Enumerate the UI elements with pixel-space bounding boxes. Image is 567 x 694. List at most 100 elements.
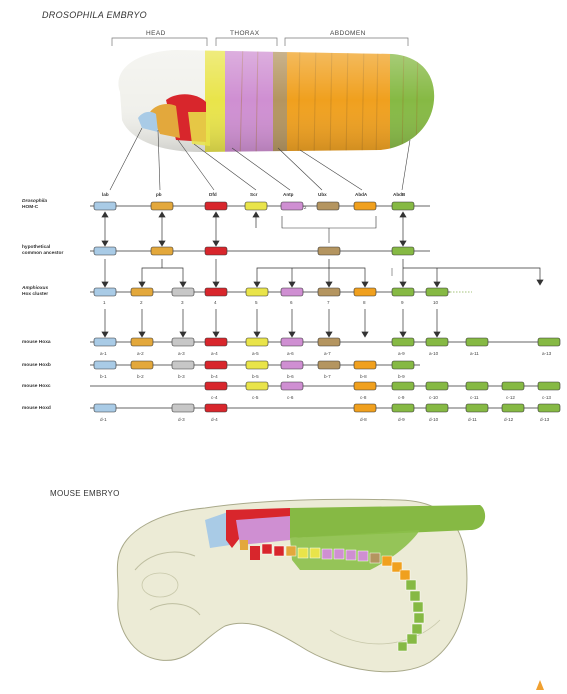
- hoxc-box-11: [466, 382, 488, 390]
- amphioxus-4: [205, 288, 227, 296]
- hoxc-label-9: c-9: [398, 395, 405, 400]
- ancestor-abdb: [392, 247, 414, 255]
- hoxb-label-9: b-9: [398, 374, 405, 379]
- hoxa-box-6: [281, 338, 303, 346]
- hoxc-box-13: [538, 382, 560, 390]
- hoxd-box-10: [426, 404, 448, 412]
- hoxa-box-7: [318, 338, 340, 346]
- hom-ancestor-arrows: [102, 212, 406, 246]
- hoxd-box-9: [392, 404, 414, 412]
- amphioxus-num-2: 2: [140, 300, 143, 305]
- region-label-abdomen: ABDOMEN: [330, 30, 366, 37]
- hom-c-dfd: [205, 202, 227, 210]
- amphioxus-7: [318, 288, 340, 296]
- row-label-amphioxus-1: Amphioxus: [21, 285, 48, 291]
- gene-label-dfd: Dfd: [209, 192, 217, 197]
- hoxb-label-7: b-7: [324, 374, 331, 379]
- hoxb-box-7: [318, 361, 340, 369]
- hoxc-label-13: c-13: [542, 395, 551, 400]
- amphioxus-num-1: 1: [103, 300, 106, 305]
- hoxa-box-4: [205, 338, 227, 346]
- hoxa-label-13: a-13: [542, 351, 552, 356]
- region-label-thorax: THORAX: [230, 30, 260, 37]
- hoxc-label-12: c-12: [506, 395, 515, 400]
- hoxa-box-5: [246, 338, 268, 346]
- gene-label-ubx: Ubx: [318, 192, 327, 197]
- hoxc-box-8: [354, 382, 376, 390]
- hoxd-label-4: d-4: [211, 417, 218, 422]
- hoxa-label-9: a-9: [398, 351, 405, 356]
- hoxa-label-3: a-3: [178, 351, 185, 356]
- hoxb-label-1: b-1: [100, 374, 107, 379]
- hoxa-box-2: [131, 338, 153, 346]
- amphioxus-num-3: 3: [181, 300, 184, 305]
- hoxd-label-3: d-3: [178, 417, 185, 422]
- region-label-head: HEAD: [146, 30, 166, 37]
- hoxd-label-12: d-12: [504, 417, 514, 422]
- hoxb-labels: b-1 b-2 b-3 b-4 b-5 b-6 b-7 b-8 b-9: [100, 374, 405, 379]
- hoxc-box-10: [426, 382, 448, 390]
- hom-c-antp: [281, 202, 303, 210]
- hoxb-box-4: [205, 361, 227, 369]
- hoxc-label-10: c-10: [429, 395, 438, 400]
- hoxd-label-1: d-1: [100, 417, 107, 422]
- hoxd-label-10: d-10: [429, 417, 439, 422]
- gene-label-scr: Scr: [250, 192, 258, 197]
- hoxb-label-3: b-3: [178, 374, 185, 379]
- hoxa-box-13: [538, 338, 560, 346]
- hoxa-label-1: a-1: [100, 351, 107, 356]
- amphioxus-8: [354, 288, 376, 296]
- hoxb-boxes: [94, 361, 414, 369]
- row-label-hoxd: mouse Hoxd: [22, 405, 51, 411]
- ancestor-central: [318, 247, 340, 255]
- hoxa-label-11: a-11: [470, 351, 479, 356]
- hoxb-box-8: [354, 361, 376, 369]
- mouse-embryo: [117, 499, 485, 671]
- row-label-amphioxus-2: Hox cluster: [22, 291, 48, 297]
- amphioxus-10: [426, 288, 448, 296]
- hoxa-label-5: a-5: [252, 351, 259, 356]
- gene-label-antp: Antp: [283, 192, 294, 197]
- hoxc-box-6: [281, 382, 303, 390]
- row-label-ancestor-1: hypothetical: [22, 244, 50, 250]
- amphioxus-num-8: 8: [363, 300, 366, 305]
- amphioxus-2: [131, 288, 153, 296]
- hoxc-label-4: c-4: [211, 395, 218, 400]
- row-label-ancestor-2: common ancestor: [22, 250, 63, 256]
- hoxa-box-10: [426, 338, 448, 346]
- hoxc-labels: c-4 c-5 c-6 c-8 c-9 c-10 c-11 c-12 c-13: [211, 395, 551, 400]
- hoxb-box-6: [281, 361, 303, 369]
- ancestor-lab: [94, 247, 116, 255]
- amphioxus-6: [281, 288, 303, 296]
- hoxa-label-10: a-10: [429, 351, 439, 356]
- drosophila-embryo: [110, 40, 440, 160]
- hoxb-label-8: b-8: [360, 374, 367, 379]
- hom-c-ubx: [317, 202, 339, 210]
- hoxd-box-8: [354, 404, 376, 412]
- amphioxus-num-10: 10: [433, 300, 439, 305]
- hom-c-scr: [245, 202, 267, 210]
- hoxd-box-4: [205, 404, 227, 412]
- mouse-branchial-red: [250, 546, 260, 560]
- hoxb-box-3: [172, 361, 194, 369]
- row-label-hoxc: mouse Hoxc: [22, 383, 51, 389]
- hoxc-box-4: [205, 382, 227, 390]
- amphioxus-1: [94, 288, 116, 296]
- ancestor-dfd: [205, 247, 227, 255]
- hoxd-box-13: [538, 404, 560, 412]
- hoxb-label-5: b-5: [252, 374, 259, 379]
- row-label-hom-c-2: HOM-C: [22, 204, 39, 210]
- hoxc-box-5: [246, 382, 268, 390]
- amphioxus-3: [172, 288, 194, 296]
- row-label-hom-c-1: Drosophila: [22, 198, 47, 204]
- region-brackets: [112, 38, 408, 46]
- mouse-title: MOUSE EMBRYO: [50, 489, 120, 498]
- hom-c-abdb: [392, 202, 414, 210]
- hoxc-label-8: c-8: [360, 395, 367, 400]
- hoxd-box-11: [466, 404, 488, 412]
- gene-label-lab: lab: [102, 192, 109, 197]
- hoxa-box-1: [94, 338, 116, 346]
- central-gene-bracket: [282, 216, 376, 243]
- amphioxus-num-6: 6: [290, 300, 293, 305]
- hoxd-box-1: [94, 404, 116, 412]
